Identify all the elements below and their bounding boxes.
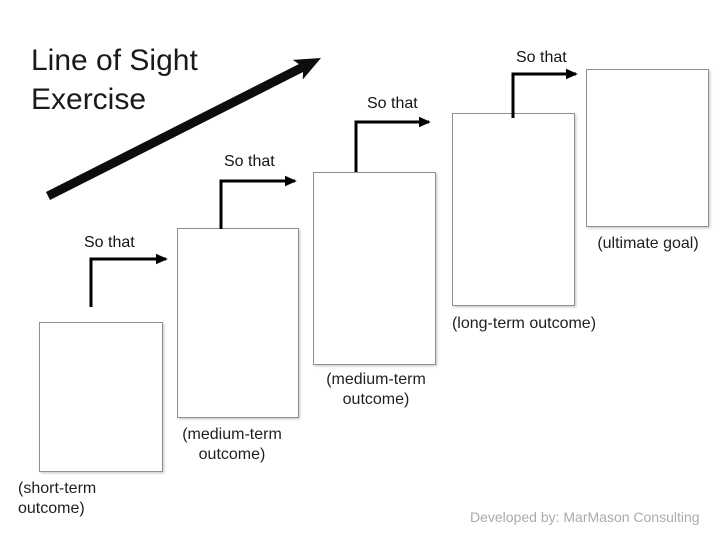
page-title: Line of Sight Exercise (31, 44, 198, 116)
connector-label-2: So that (224, 153, 275, 170)
box-medium-term-outcome-1 (177, 228, 299, 418)
connector-arrow-2 (219, 175, 297, 229)
label-medium-term-outcome-1: (medium-term outcome) (182, 426, 282, 463)
box-short-term-outcome (39, 322, 163, 472)
connector-label-4: So that (516, 49, 567, 66)
box-ultimate-goal (586, 69, 709, 227)
connector-arrow-3 (354, 116, 431, 172)
connector-label-3: So that (367, 95, 418, 112)
label-ultimate-goal: (ultimate goal) (597, 235, 699, 252)
label-short-term-outcome: (short-term outcome) (18, 480, 97, 517)
footer-credit: Developed by: MarMason Consulting (470, 509, 700, 525)
box-medium-term-outcome-2 (313, 172, 436, 365)
label-long-term-outcome: (long-term outcome) (451, 315, 597, 332)
connector-arrow-4 (511, 68, 578, 118)
connector-arrow-1 (89, 253, 168, 307)
label-medium-term-outcome-2: (medium-term outcome) (326, 371, 426, 408)
connector-label-1: So that (84, 234, 135, 251)
box-long-term-outcome (452, 113, 575, 306)
